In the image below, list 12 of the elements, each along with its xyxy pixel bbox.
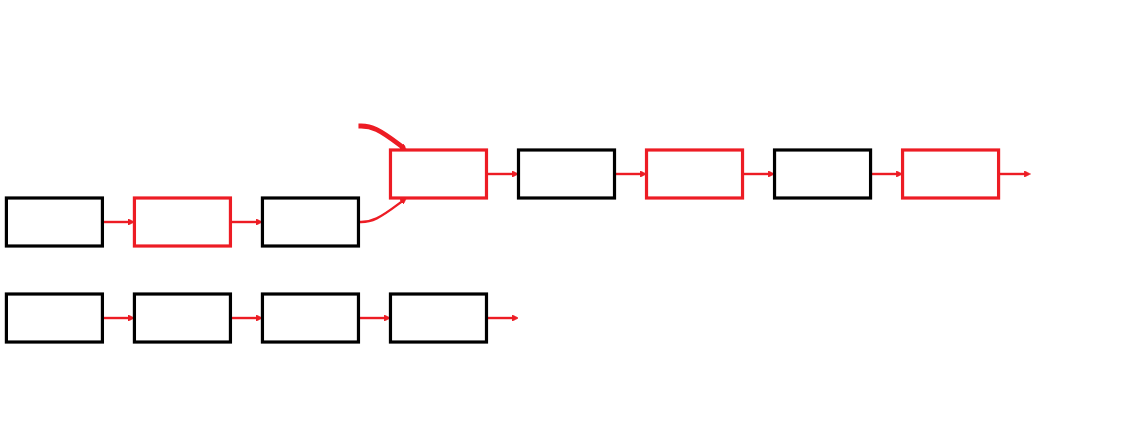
node-box (900, 148, 1001, 200)
node-box (772, 148, 873, 200)
node-box (388, 292, 489, 344)
node-box (132, 292, 233, 344)
node-box (516, 148, 617, 200)
node-box (4, 196, 104, 248)
node-box (644, 148, 745, 200)
node-box (260, 292, 361, 344)
node-box (260, 196, 361, 248)
node-box (4, 292, 104, 344)
node-box (388, 148, 489, 200)
node-box (132, 196, 233, 248)
